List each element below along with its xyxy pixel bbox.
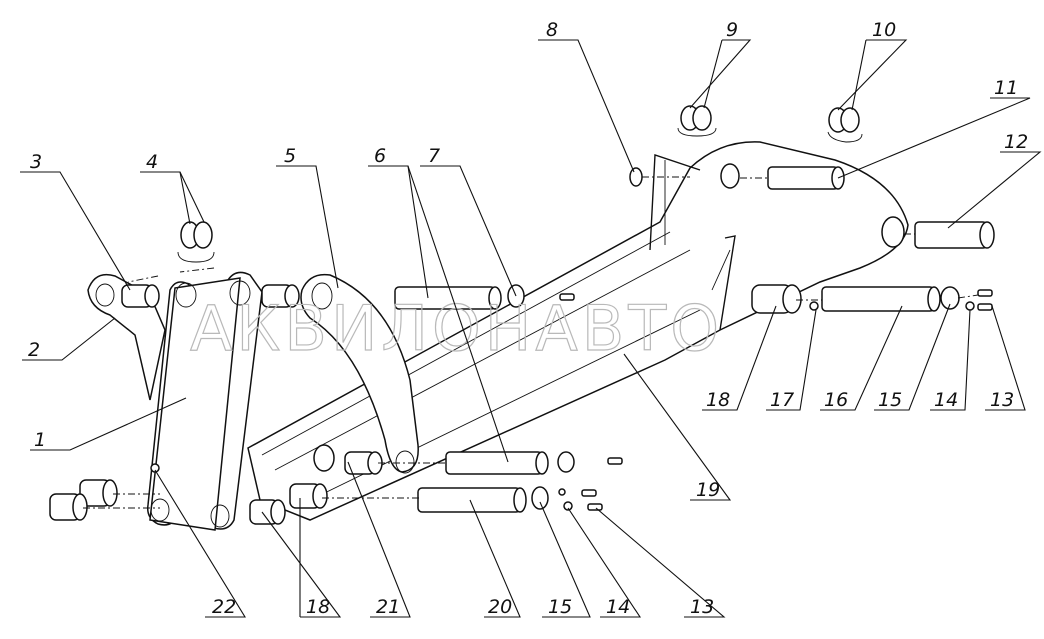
callout-20: 20 xyxy=(488,596,512,618)
watermark-text: АКВИЛОНАВТО xyxy=(190,292,723,365)
callout-8: 8 xyxy=(546,19,558,41)
callout-6: 6 xyxy=(374,145,386,167)
callout-22: 22 xyxy=(212,596,236,618)
callout-labels: 1 2 3 4 5 6 7 8 9 10 11 12 13 14 15 16 1… xyxy=(28,19,1028,618)
callout-19: 19 xyxy=(696,479,720,501)
callout-21: 21 xyxy=(376,596,400,618)
callout-13-lower: 13 xyxy=(690,596,714,618)
callout-2: 2 xyxy=(28,339,40,361)
callout-3: 3 xyxy=(30,151,42,173)
callout-14-right: 14 xyxy=(934,389,958,411)
callout-17: 17 xyxy=(770,389,794,411)
axis-lines xyxy=(83,176,979,509)
callout-9: 9 xyxy=(726,19,738,41)
callout-12: 12 xyxy=(1004,131,1028,153)
callout-leaders xyxy=(20,39,1042,618)
callout-7: 7 xyxy=(428,145,440,167)
callout-5: 5 xyxy=(284,145,296,167)
callout-4: 4 xyxy=(146,151,158,173)
link-part-1 xyxy=(146,271,263,531)
callout-1: 1 xyxy=(34,429,46,451)
callout-18-lower: 18 xyxy=(306,596,330,618)
callout-14-lower: 14 xyxy=(606,596,630,618)
brackets xyxy=(177,127,863,263)
callout-11: 11 xyxy=(994,77,1018,99)
callout-16: 16 xyxy=(824,389,848,411)
pins-and-bushings xyxy=(49,105,995,525)
callout-13-right: 13 xyxy=(990,389,1014,411)
callout-18-right: 18 xyxy=(706,389,730,411)
callout-15-right: 15 xyxy=(878,389,902,411)
callout-15-lower: 15 xyxy=(548,596,572,618)
callout-10: 10 xyxy=(872,19,896,41)
